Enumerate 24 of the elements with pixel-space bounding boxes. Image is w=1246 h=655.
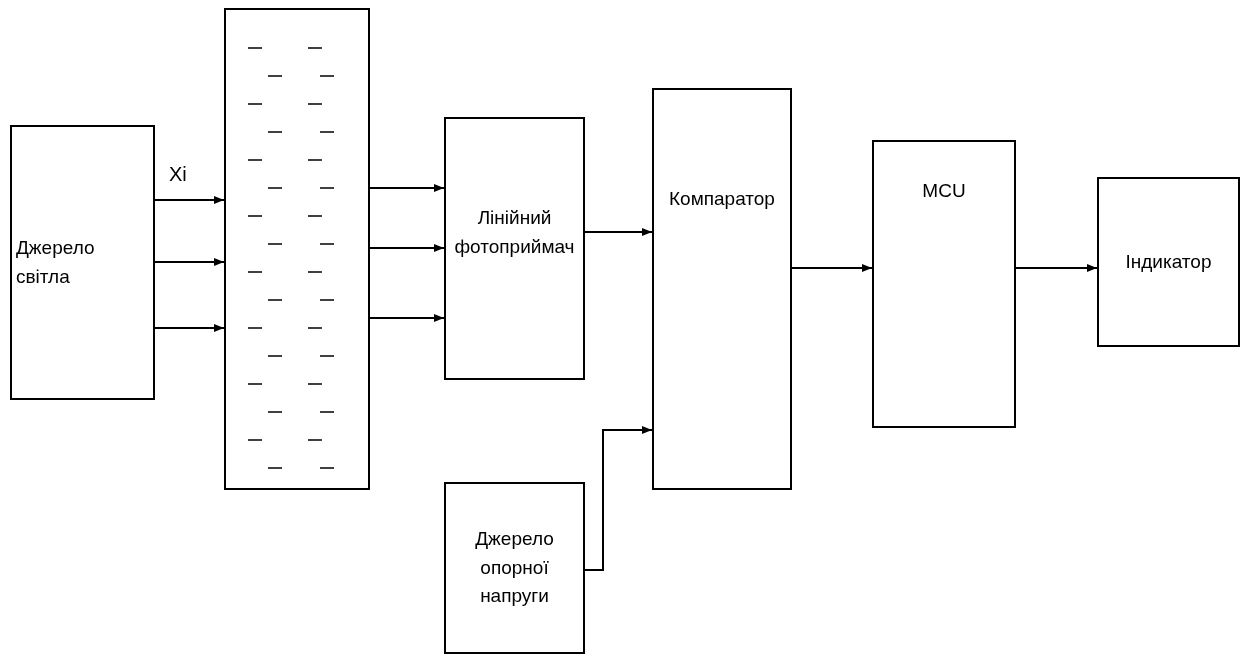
- node-label: Компаратор: [668, 187, 776, 211]
- arrow: [369, 184, 445, 192]
- edge-label: Xi: [167, 164, 189, 184]
- node-label: MCU: [921, 179, 967, 203]
- arrow: [584, 426, 653, 571]
- arrow: [154, 196, 225, 204]
- process-box: [444, 482, 585, 654]
- node-label: Джерело опорної напруги: [474, 527, 555, 609]
- dashed-filter-box: [224, 8, 370, 490]
- process-box: [872, 140, 1016, 428]
- node-label: Лінійний фотоприймач: [453, 206, 576, 259]
- process-box: [1097, 177, 1240, 347]
- arrow: [584, 228, 653, 236]
- process-box: [652, 88, 792, 490]
- arrow: [154, 324, 225, 332]
- arrow: [1015, 264, 1098, 272]
- arrow: [791, 264, 873, 272]
- arrow: [369, 244, 445, 252]
- arrow: [369, 314, 445, 322]
- process-box: [10, 125, 155, 400]
- arrow: [154, 258, 225, 266]
- node-label: Індикатор: [1124, 249, 1213, 274]
- node-label: Джерело світла: [15, 236, 96, 289]
- process-box: [444, 117, 585, 380]
